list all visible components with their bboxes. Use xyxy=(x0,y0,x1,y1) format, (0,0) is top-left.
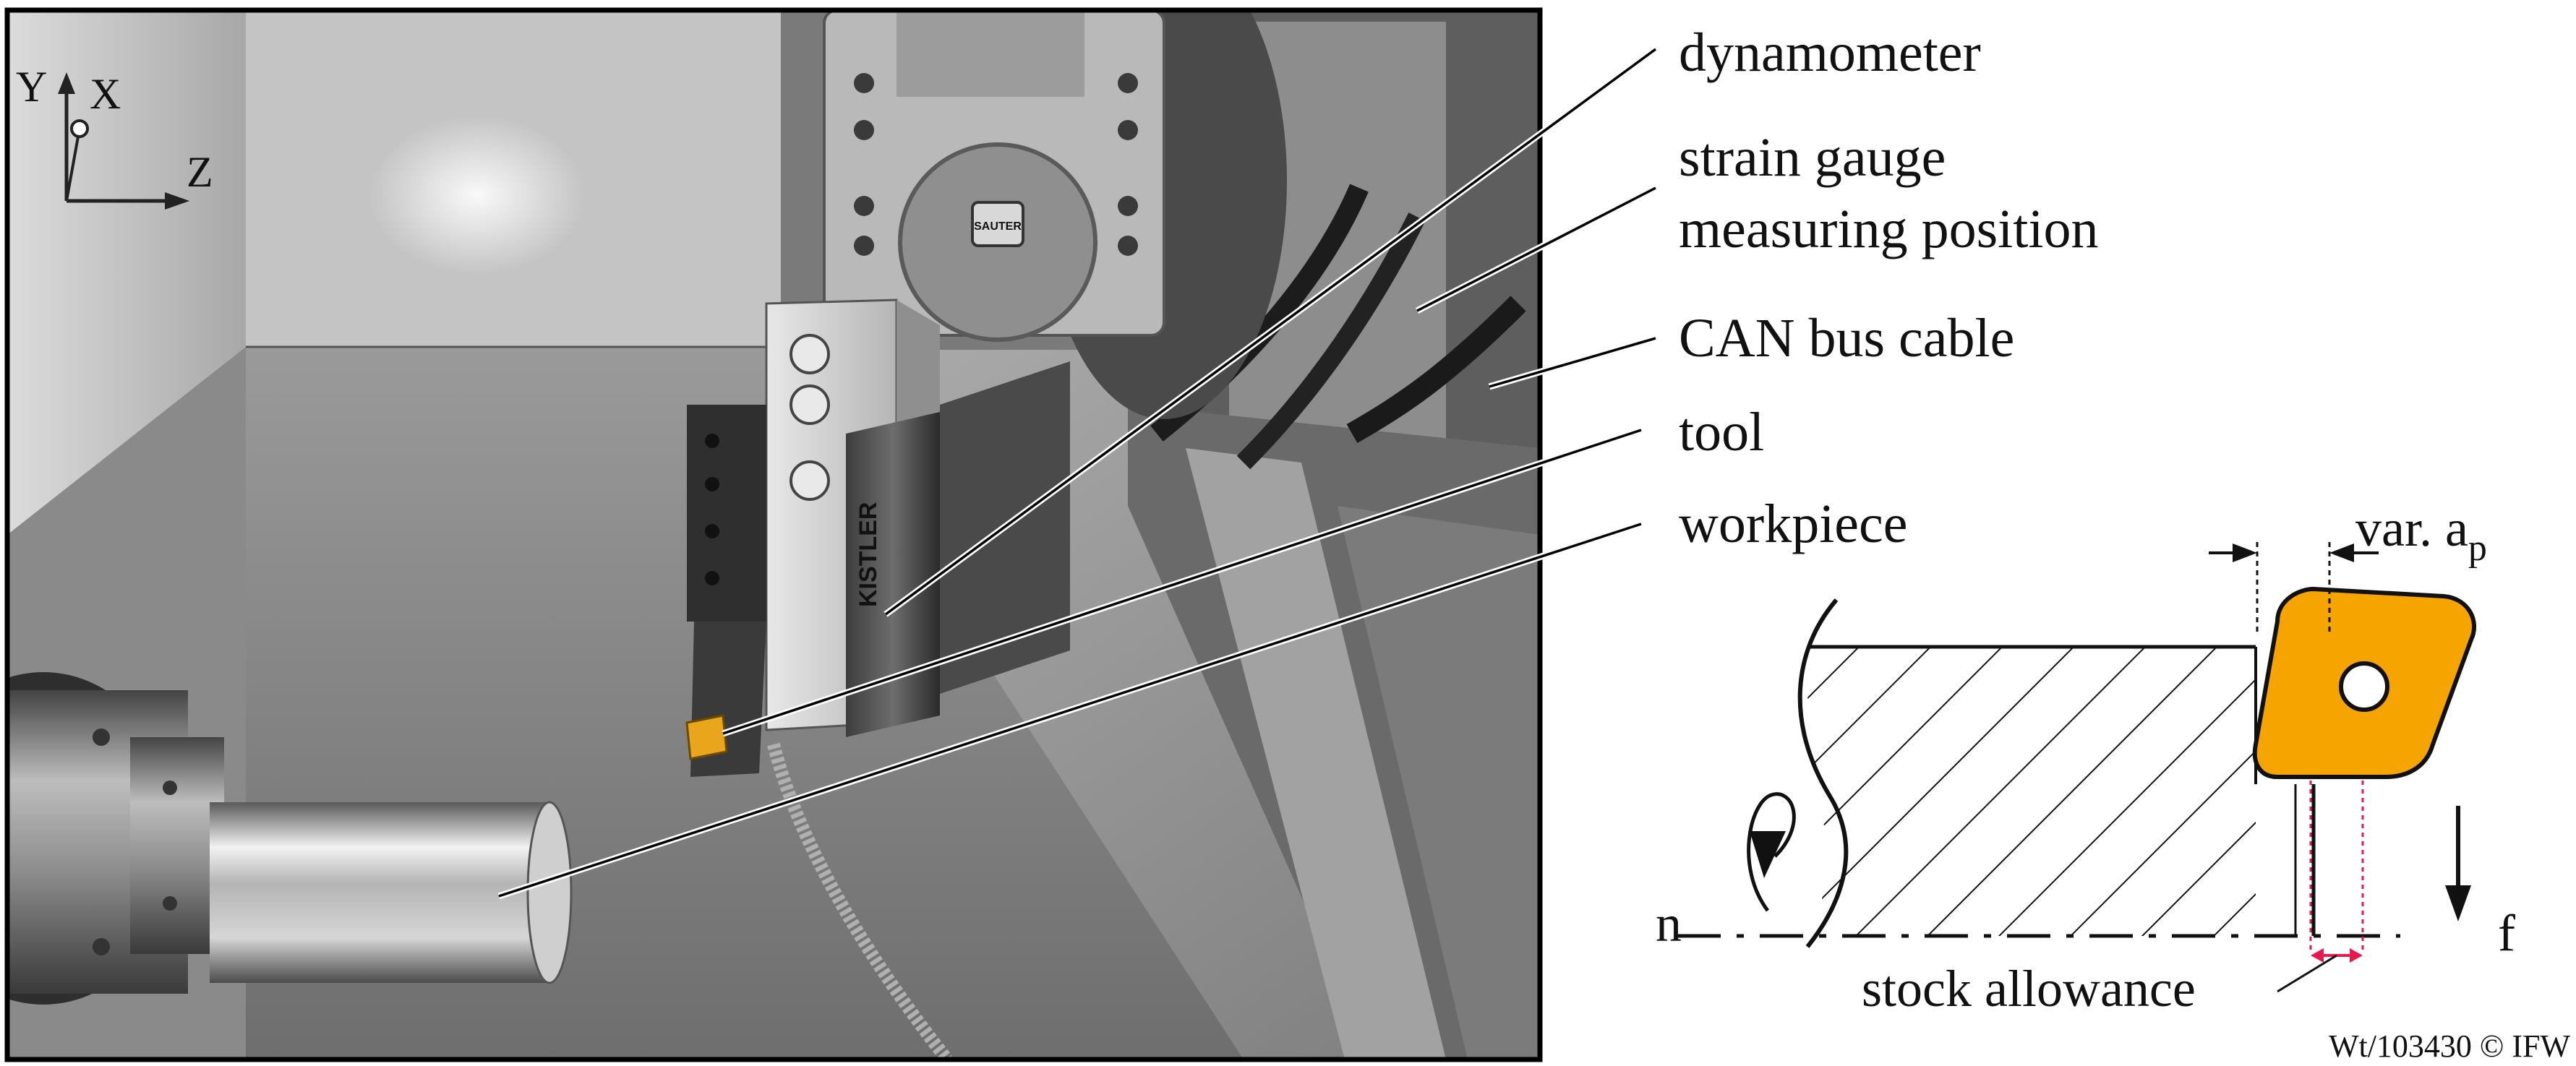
label-workpiece: workpiece xyxy=(1679,494,1908,554)
stock-allowance-dimension xyxy=(2277,781,2364,993)
tool-leader xyxy=(722,429,1642,735)
feed-label: f xyxy=(2498,904,2515,962)
break-line xyxy=(1797,598,1849,948)
axis-label-z: Z xyxy=(187,148,213,196)
dynamometer-brand-text: KISTLER xyxy=(855,502,882,607)
image-credit: Wt/103430 © IFW xyxy=(2329,1028,2571,1064)
coordinate-system: Y X Z xyxy=(16,63,213,210)
callout-labels: dynamometer strain gauge measuring posit… xyxy=(1679,22,2099,554)
label-can-bus-cable: CAN bus cable xyxy=(1679,308,2014,369)
axis-label-y: Y xyxy=(16,63,47,111)
can-bus-leader xyxy=(1489,337,1656,388)
depth-of-cut-label: var. ap xyxy=(2355,499,2487,569)
rotation-arrow xyxy=(1747,792,1796,912)
workpiece-section xyxy=(1807,647,2256,936)
axis-label-x: X xyxy=(90,70,121,118)
stock-allowance-label: stock allowance xyxy=(1862,960,2196,1018)
holder-brand-text: SAUTER xyxy=(974,220,1022,233)
insert-hole xyxy=(2339,661,2389,712)
machine-photo: SAUTER KISTLER xyxy=(7,10,1540,1059)
label-strain-gauge-line1: strain gauge xyxy=(1679,127,1946,188)
cutting-schematic: var. ap stock allowance n f xyxy=(1656,499,2515,1018)
photo-insert xyxy=(685,714,728,760)
label-dynamometer: dynamometer xyxy=(1679,22,1981,83)
dynamometer-leader xyxy=(884,48,1657,616)
rotation-speed-label: n xyxy=(1656,895,1682,953)
label-strain-gauge-line2: measuring position xyxy=(1679,199,2099,259)
label-tool: tool xyxy=(1679,402,1764,463)
photo-frame xyxy=(4,7,1543,1062)
strain-gauge-leader xyxy=(1416,186,1656,312)
workpiece-leader xyxy=(498,523,1642,898)
